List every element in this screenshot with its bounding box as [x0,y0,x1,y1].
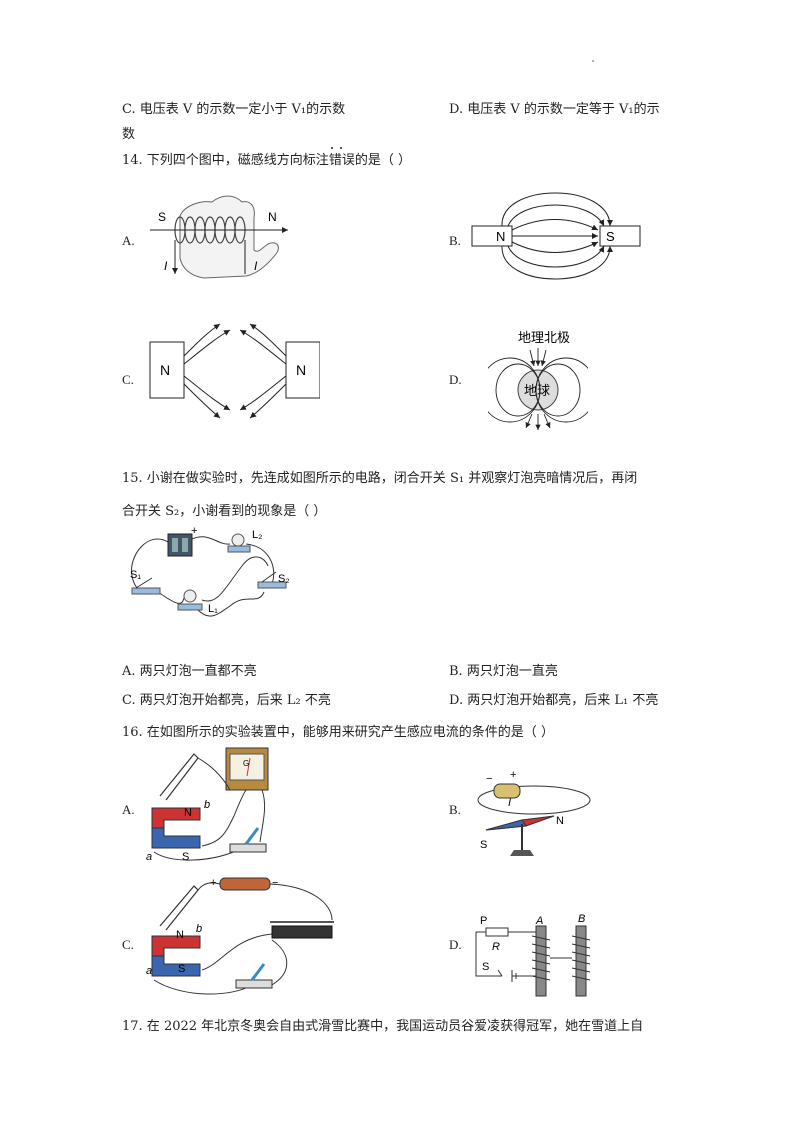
figure-14a-solenoid-hand: S N I I [150,195,288,279]
q16-stem: 16. 在如图所示的实验装置中，能够用来研究产生感应电流的条件的是（ ） [122,725,554,740]
fig16b-minus-label: − [486,773,492,785]
q14-label-c: C. [122,372,134,387]
fig16a-n-label: N [184,807,192,819]
fig16d-b-label: B [578,913,585,925]
figure-15-circuit: + L₂ S₁ S₂ L₁ [130,526,290,617]
q13-option-d: D. 电压表 V 的示数一定等于 V₁的示 [449,102,660,117]
fig16d-a-label: A [535,915,543,927]
figure-14d-earth: 地理北极 地球 [488,330,588,430]
fig14d-north-label: 地理北极 [518,330,570,345]
fig16c-b-label: b [196,923,202,935]
q16-label-b: B. [449,802,461,817]
figure-16a-apparatus: N b a S G [146,747,269,863]
fig14a-i1-label: I [164,259,168,273]
fig14c-n1-label: N [160,362,170,378]
fig16a-a-label: a [146,851,152,863]
q16-label-a: A. [122,802,135,817]
q14-label-d: D. [449,372,462,387]
fig16b-plus-label: + [510,769,516,781]
fig14d-earth-label: 地球 [524,383,550,398]
q16-label-c: C. [122,937,134,952]
fig16d-r-label: R [492,941,500,953]
fig16c-a-label: a [146,965,152,977]
q16-label-d: D. [449,937,462,952]
fig15-l1-label: L₁ [208,603,218,615]
fig16b-s-label: S [480,839,487,851]
figure-16b-oersted: − + I N S [477,769,591,856]
fig14a-i2-label: I [254,259,258,273]
q17-stem: 17. 在 2022 年北京冬奥会自由式滑雪比赛中，我国运动员谷爱凌获得冠军，她… [122,1019,644,1034]
fig16a-s-label: S [182,851,189,863]
page-mark [592,60,594,62]
fig15-l2-label: L₂ [252,529,262,541]
q13-option-d-tail: 数 [122,127,136,142]
fig16a-g-label: G [243,759,249,768]
q15-option-d: D. 两只灯泡开始都亮，后来 L₁ 不亮 [449,693,659,708]
fig16c-s-label: S [178,963,185,975]
q15-option-a: A. 两只灯泡一直都不亮 [122,664,257,679]
fig16a-b-label: b [204,799,210,811]
figure-16c-apparatus: N b a S + − [146,877,334,995]
fig14a-s-label: S [158,210,166,224]
q14-stem: 14. 下列四个图中，磁感线方向标注错误的是（ ） [122,153,411,168]
fig16b-n-label: N [556,815,564,827]
q15-stem-line1: 15. 小谢在做实验时，先连成如图所示的电路，闭合开关 S₁ 并观察灯泡亮暗情况… [122,471,638,486]
fig14a-n-label: N [268,210,277,224]
q15-stem-line2: 合开关 S₂，小谢看到的现象是（ ） [122,504,327,519]
fig16d-s-label: S [482,961,489,973]
q14-label-a: A. [122,233,135,248]
fig16d-p-label: P [480,915,487,927]
q14-label-b: B. [449,233,461,248]
fig16c-minus-label: − [272,877,278,889]
fig14b-s-label: S [606,229,615,244]
fig14c-n2-label: N [296,362,306,378]
fig16b-i-label: I [508,797,511,809]
q13-option-c: C. 电压表 V 的示数一定小于 V₁的示数 [122,102,346,117]
fig15-s1-label: S₁ [130,569,141,581]
figure-14c-magnets: N N [149,323,320,419]
figure-14b-magnets: N S [471,192,641,280]
fig16c-n-label: N [176,929,184,941]
fig15-plus-label: + [191,526,197,537]
fig15-s2-label: S₂ [278,573,290,585]
q15-option-b: B. 两只灯泡一直亮 [449,664,558,679]
q15-option-c: C. 两只灯泡开始都亮，后来 L₂ 不亮 [122,693,331,708]
fig14b-n-label: N [496,229,505,244]
figure-16d-electromagnets: P A B R S [475,913,591,997]
